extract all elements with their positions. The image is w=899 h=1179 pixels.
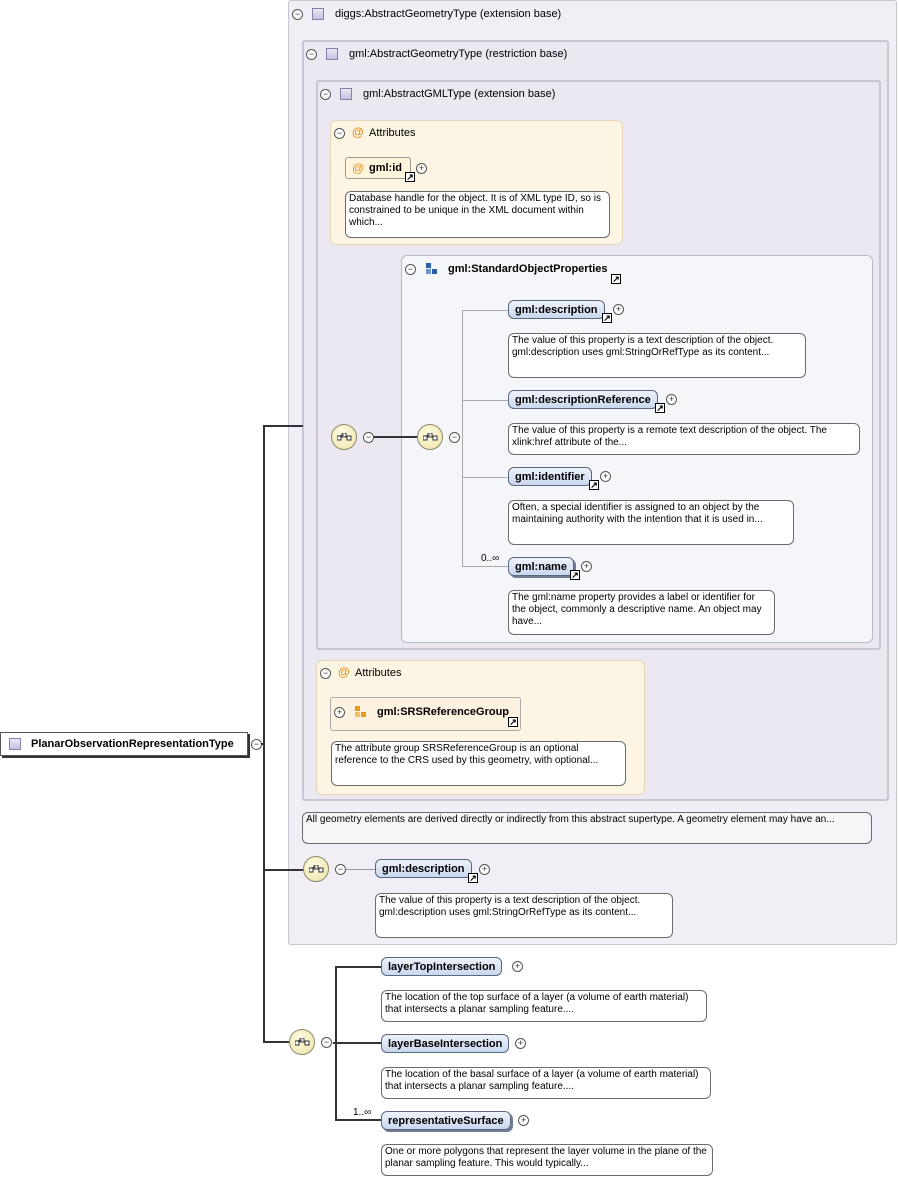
gml-description-element[interactable]: gml:description [508, 300, 605, 319]
connector-line [261, 743, 265, 745]
occurrence-label: 1..∞ [353, 1107, 372, 1118]
connector-line [462, 566, 508, 567]
connector-line [335, 966, 381, 968]
expand-toggle[interactable]: + [613, 304, 624, 315]
gml-description-reference-documentation: The value of this property is a remote t… [508, 423, 860, 455]
occurrence-label: 0..∞ [481, 553, 500, 564]
connector-line [263, 425, 303, 427]
sequence-compositor[interactable] [417, 424, 443, 450]
reference-arrow-icon[interactable]: ↗ [508, 717, 518, 727]
layer-base-intersection-documentation: The location of the basal surface of a l… [381, 1067, 711, 1099]
attribute-group-icon [355, 706, 366, 717]
connector-line [462, 477, 508, 478]
attributes-label: Attributes [355, 667, 402, 679]
gml-name-element[interactable]: gml:name [508, 557, 574, 576]
expand-toggle[interactable]: + [515, 1038, 526, 1049]
complex-type-icon [326, 48, 338, 60]
expand-toggle[interactable]: + [581, 561, 592, 572]
collapse-toggle[interactable]: − [320, 89, 331, 100]
sequence-compositor[interactable] [289, 1029, 315, 1055]
gml-description-element[interactable]: gml:description [375, 859, 472, 878]
gml-id-attribute[interactable] [345, 157, 411, 179]
root-complex-type[interactable] [0, 732, 248, 756]
collapse-toggle[interactable]: − [306, 49, 317, 60]
root-type-label: PlanarObservationRepresentationType [31, 738, 234, 750]
collapse-toggle[interactable]: − [363, 432, 374, 443]
complex-type-icon [340, 88, 352, 100]
connector-line [263, 869, 303, 871]
attribute-icon: @ [352, 161, 365, 175]
collapse-toggle[interactable]: − [321, 1037, 332, 1048]
representative-surface-documentation: One or more polygons that represent the … [381, 1144, 713, 1176]
abstract-geometry-documentation: All geometry elements are derived direct… [302, 812, 872, 844]
gml-abstractgml-label: gml:AbstractGMLType (extension base) [363, 88, 556, 100]
connector-line [462, 400, 508, 401]
collapse-toggle[interactable]: − [334, 128, 345, 139]
attributes-label: Attributes [369, 127, 416, 139]
collapse-toggle[interactable]: − [405, 264, 416, 275]
expand-toggle[interactable]: + [512, 961, 523, 972]
complex-type-icon [312, 8, 324, 20]
connector-line [462, 310, 508, 311]
reference-arrow-icon[interactable]: ↗ [589, 480, 599, 490]
connector-line [373, 436, 419, 438]
collapse-toggle[interactable]: − [449, 432, 460, 443]
gml-restriction-label: gml:AbstractGeometryType (restriction ba… [349, 48, 568, 60]
connector-line [345, 869, 375, 870]
reference-arrow-icon[interactable]: ↗ [468, 873, 478, 883]
gml-id-documentation: Database handle for the object. It is of… [345, 191, 610, 238]
gml-description-documentation: The value of this property is a text des… [508, 333, 806, 378]
reference-arrow-icon[interactable]: ↗ [405, 172, 415, 182]
reference-arrow-icon[interactable]: ↗ [655, 403, 665, 413]
expand-toggle[interactable]: + [416, 163, 427, 174]
expand-toggle[interactable]: + [600, 471, 611, 482]
gml-identifier-documentation: Often, a special identifier is assigned … [508, 500, 794, 545]
representative-surface-element[interactable]: representativeSurface [381, 1111, 511, 1130]
expand-toggle[interactable]: + [479, 864, 490, 875]
connector-line [333, 1042, 381, 1044]
gml-description-documentation: The value of this property is a text des… [375, 893, 673, 938]
diggs-extension-label: diggs:AbstractGeometryType (extension ba… [335, 8, 562, 20]
expand-toggle[interactable]: + [518, 1115, 529, 1126]
connector-line [335, 1119, 381, 1121]
connector-line [263, 1041, 289, 1043]
reference-arrow-icon[interactable]: ↗ [611, 274, 621, 284]
connector-line [462, 310, 463, 566]
layer-top-intersection-element[interactable]: layerTopIntersection [381, 957, 503, 976]
sequence-compositor[interactable] [331, 424, 357, 450]
complex-type-icon [9, 738, 21, 750]
gml-description-reference-element[interactable]: gml:descriptionReference [508, 390, 658, 409]
expand-toggle[interactable]: + [666, 394, 677, 405]
reference-arrow-icon[interactable]: ↗ [570, 570, 580, 580]
attribute-icon: @ [338, 665, 350, 679]
sequence-compositor[interactable] [303, 856, 329, 882]
reference-arrow-icon[interactable]: ↗ [602, 313, 612, 323]
collapse-toggle[interactable]: − [292, 9, 303, 20]
gml-name-documentation: The gml:name property provides a label o… [508, 590, 775, 635]
gml-id-label: gml:id [369, 162, 402, 174]
layer-base-intersection-element[interactable]: layerBaseIntersection [381, 1034, 510, 1053]
srs-reference-group-documentation: The attribute group SRSReferenceGroup is… [331, 741, 626, 786]
collapse-toggle[interactable]: − [320, 668, 331, 679]
standard-object-properties-label: gml:StandardObjectProperties [448, 263, 608, 275]
connector-line [263, 425, 265, 1042]
expand-toggle[interactable]: + [334, 707, 345, 718]
gml-identifier-element[interactable]: gml:identifier [508, 467, 592, 486]
srs-reference-group-label: gml:SRSReferenceGroup [377, 706, 510, 718]
layer-top-intersection-documentation: The location of the top surface of a lay… [381, 990, 707, 1022]
collapse-toggle[interactable]: − [335, 864, 346, 875]
attribute-icon: @ [352, 125, 364, 139]
group-icon [426, 263, 437, 274]
srs-reference-group[interactable] [330, 697, 521, 731]
